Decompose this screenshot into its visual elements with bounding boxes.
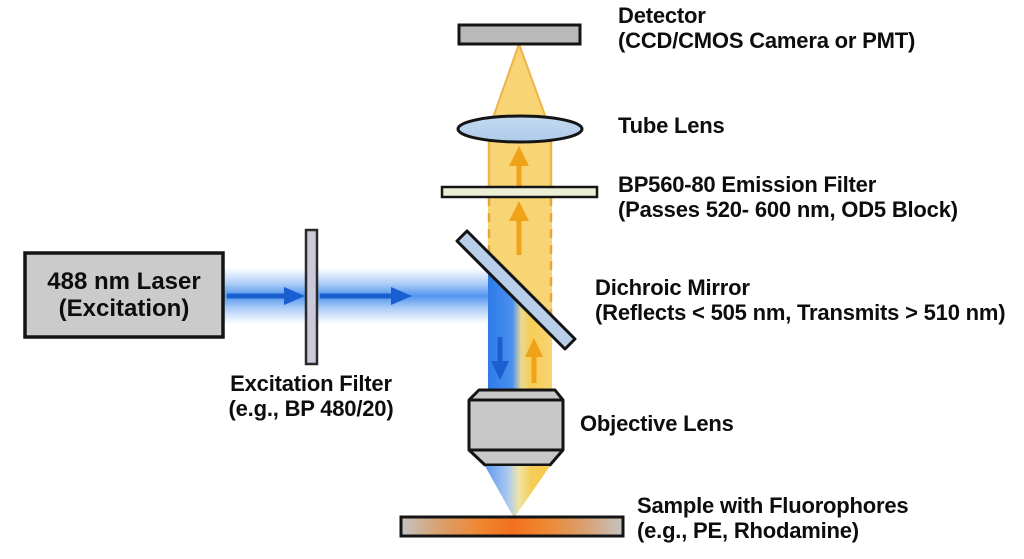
laser-box: [23, 251, 225, 339]
sample-label-line2: (e.g., PE, Rhodamine): [637, 518, 859, 543]
tube-lens: [456, 114, 584, 144]
tube-lens-label: Tube Lens: [618, 113, 725, 138]
emission-filter-label-line1: BP560-80 Emission Filter: [618, 172, 877, 197]
emission-arrow-above-filter: [509, 146, 529, 186]
focus-cone: [485, 466, 550, 518]
emission-filter-label: BP560-80 Emission Filter (Passes 520- 60…: [618, 172, 958, 222]
emission-beam-above-dichroic: [488, 197, 552, 326]
emission-filter-label-line2: (Passes 520- 600 nm, OD5 Block): [618, 197, 958, 222]
excitation-filter-label-line2: (e.g., BP 480/20): [228, 396, 394, 421]
dichroic-label-line1: Dichroic Mirror: [595, 275, 750, 300]
sample-slide: [399, 515, 625, 538]
excitation-filter: [304, 228, 319, 366]
emission-filter: [440, 185, 599, 199]
excitation-filter-label-line1: Excitation Filter: [230, 371, 392, 396]
objective-label-line1: Objective Lens: [580, 411, 734, 436]
sample-label: Sample with Fluorophores (e.g., PE, Rhod…: [637, 493, 909, 543]
detector-label-line2: (CCD/CMOS Camera or PMT): [618, 28, 916, 53]
excitation-filter-label: Excitation Filter (e.g., BP 480/20): [181, 371, 441, 421]
laser-label: 488 nm Laser (Excitation): [25, 253, 223, 337]
laser-label-line1: 488 nm Laser: [47, 268, 201, 295]
objective-lens: [467, 388, 565, 467]
dichroic-mirror: [455, 229, 577, 351]
dichroic-label-line2: (Reflects < 505 nm, Transmits > 510 nm): [595, 300, 1006, 325]
detector-label-line1: Detector: [618, 3, 706, 28]
detector: [457, 23, 582, 46]
dichroic-label: Dichroic Mirror (Reflects < 505 nm, Tran…: [595, 275, 1006, 325]
excitation-arrow-2: [320, 287, 412, 305]
emission-arrow-in-cube: [525, 338, 543, 383]
laser-label-line2: (Excitation): [58, 295, 190, 322]
detector-label: Detector (CCD/CMOS Camera or PMT): [618, 3, 915, 53]
sample-label-line1: Sample with Fluorophores: [637, 493, 909, 518]
tube-lens-label-line1: Tube Lens: [618, 113, 725, 138]
emission-arrow-below-filter: [509, 201, 529, 255]
excitation-arrow-1: [227, 287, 305, 305]
excitation-arrow-down: [491, 337, 509, 380]
objective-label: Objective Lens: [580, 411, 734, 436]
